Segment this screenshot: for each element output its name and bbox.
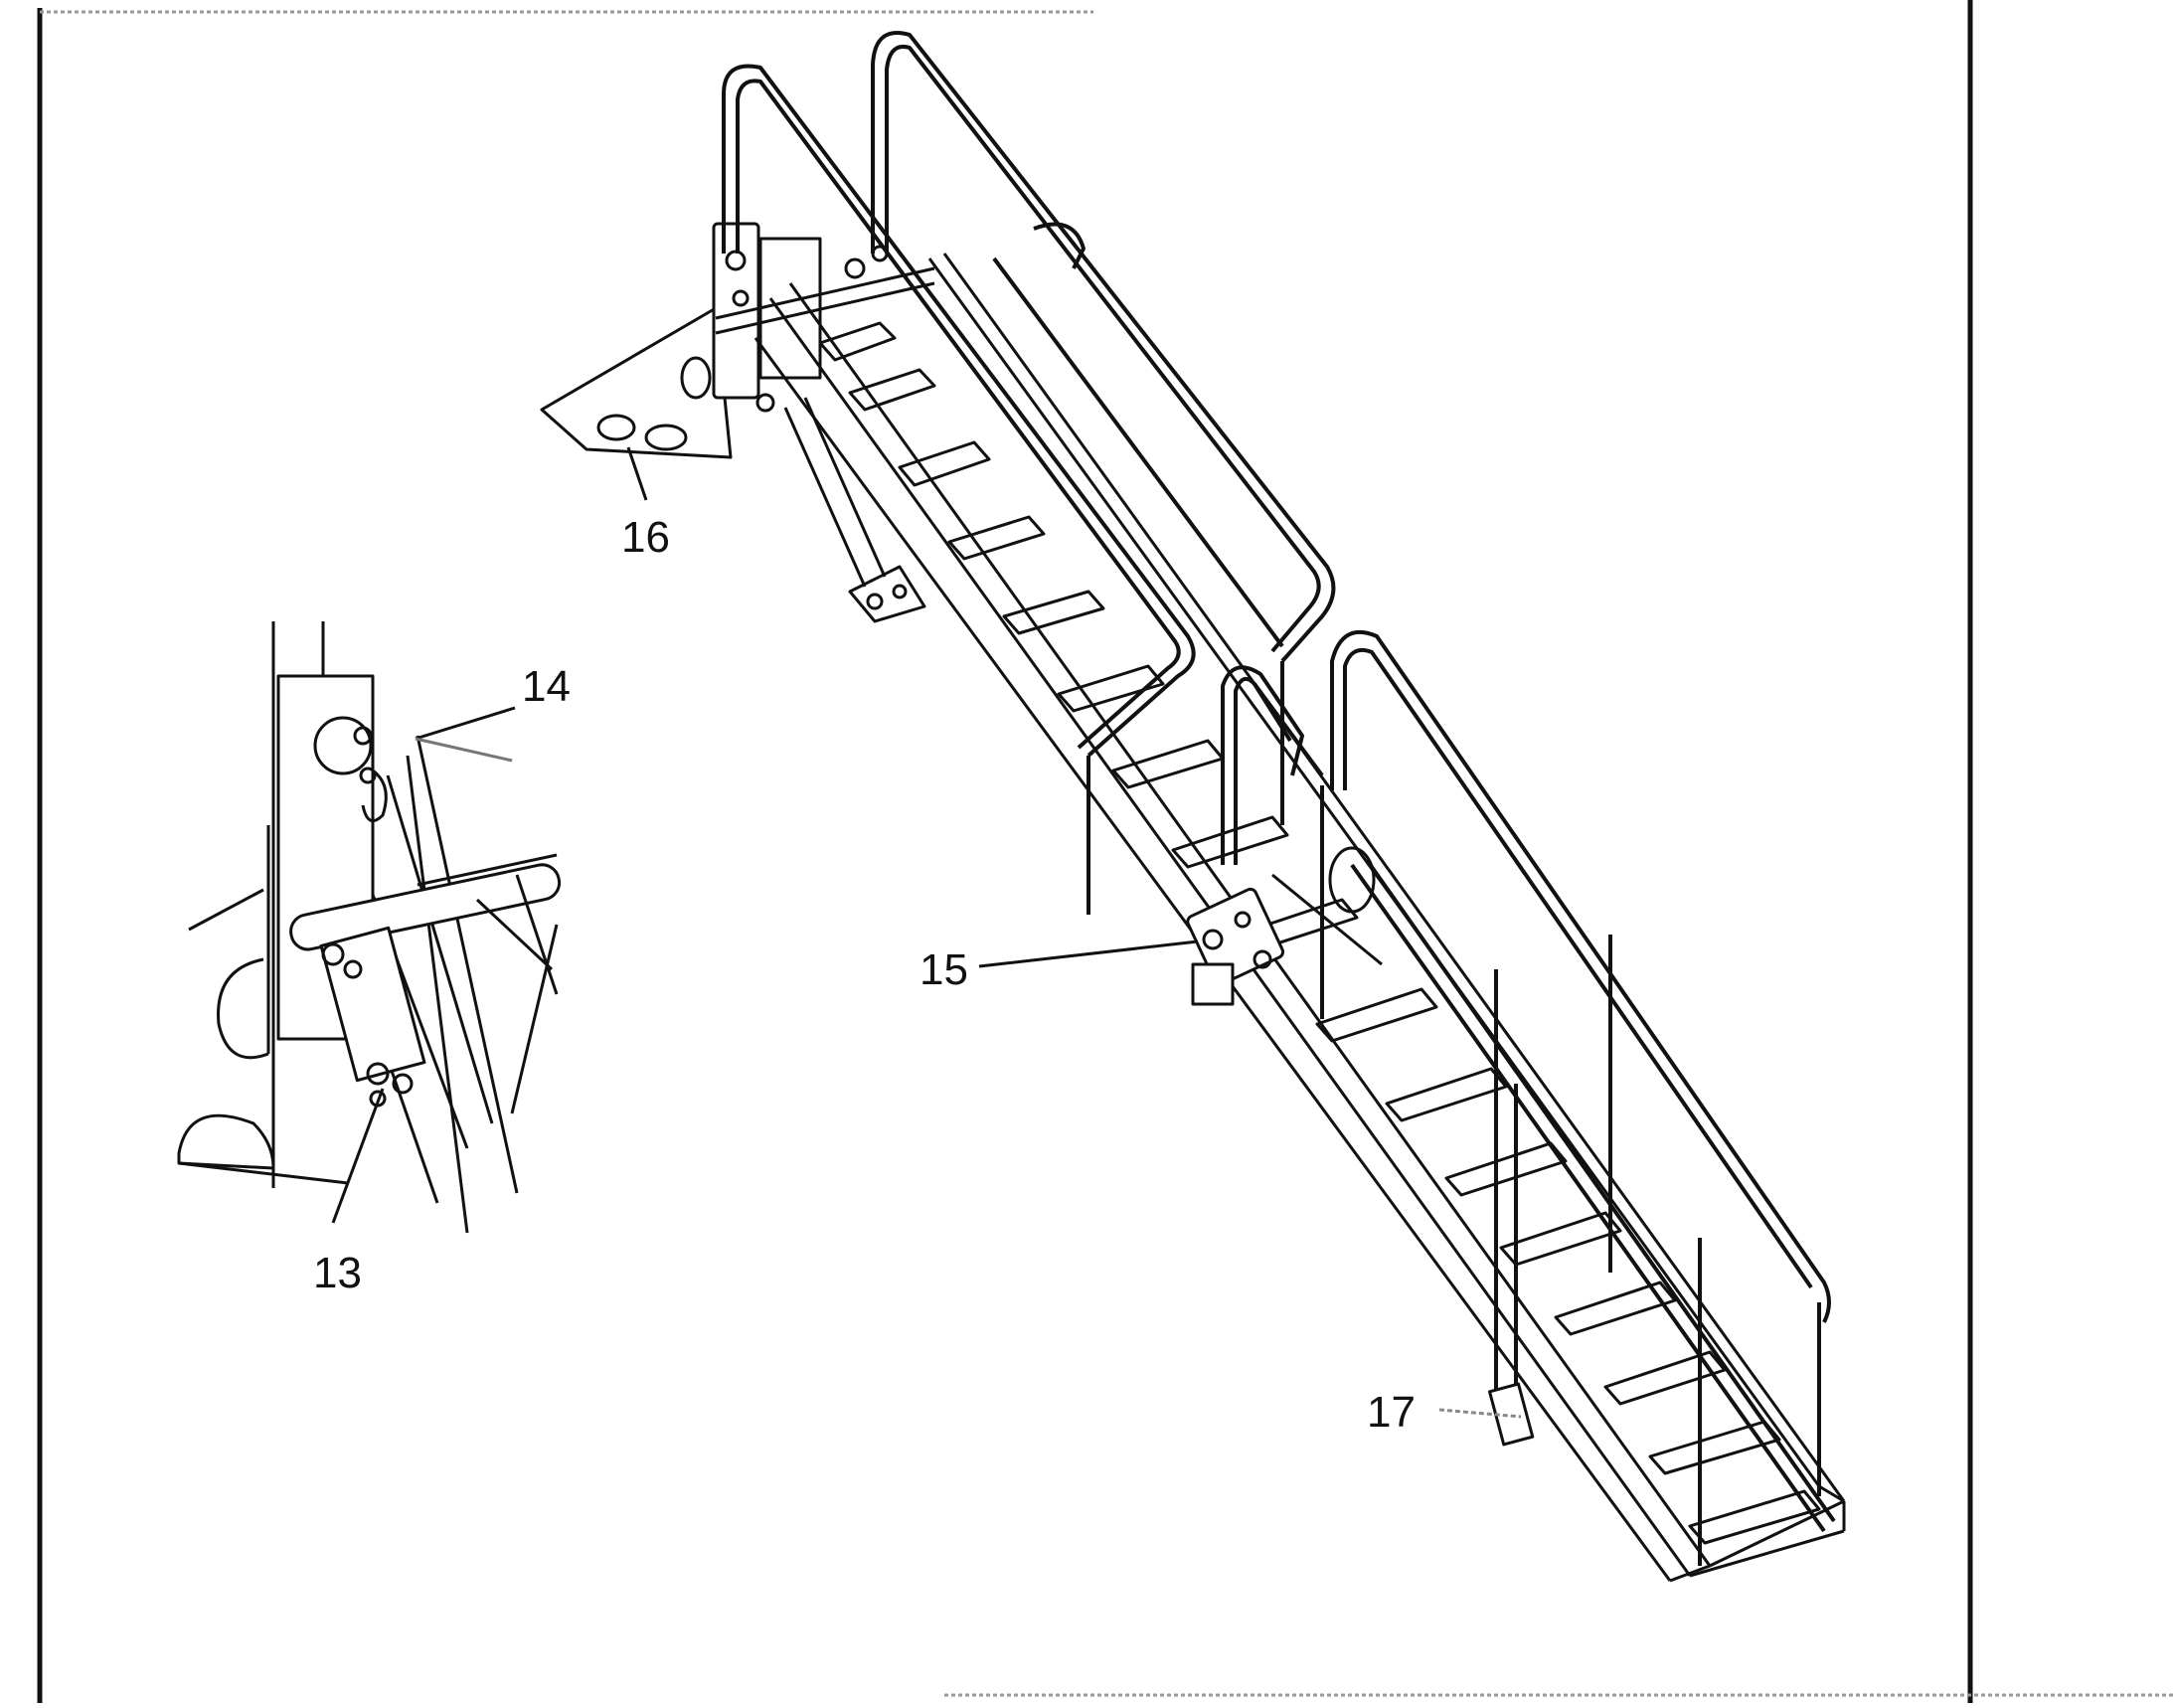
upper-mount-bracket	[540, 222, 935, 459]
callout-14: 14	[522, 662, 571, 711]
leader-13	[331, 1088, 385, 1224]
leader-16	[626, 446, 648, 501]
leader-15	[978, 939, 1199, 968]
callout-17: 17	[1367, 1388, 1416, 1437]
bottom-foot-pad	[1488, 1382, 1535, 1447]
callout-16: 16	[621, 513, 670, 562]
lower-left-handrail	[1221, 665, 1702, 1566]
lower-right-handrail	[1330, 630, 1836, 1533]
upper-left-handrail	[722, 64, 1196, 915]
leader-lines	[188, 446, 1522, 1419]
mid-hinge-bracket	[1186, 846, 1383, 1006]
leader-14b	[415, 737, 513, 763]
callout-15: 15	[919, 945, 968, 994]
callout-13: 13	[313, 1249, 362, 1297]
support-arm	[783, 397, 926, 623]
figure-border	[37, 0, 2173, 1703]
leader-17	[1438, 1408, 1522, 1419]
leader-14	[415, 706, 516, 741]
detail-inset	[177, 621, 562, 1234]
stair-treads	[818, 321, 1821, 1545]
upper-right-handrail	[871, 31, 1336, 825]
callout-labels: 13 14 15 16 17	[313, 513, 1416, 1437]
leader-inset-left	[188, 888, 264, 932]
stair-unit	[540, 31, 1846, 1583]
